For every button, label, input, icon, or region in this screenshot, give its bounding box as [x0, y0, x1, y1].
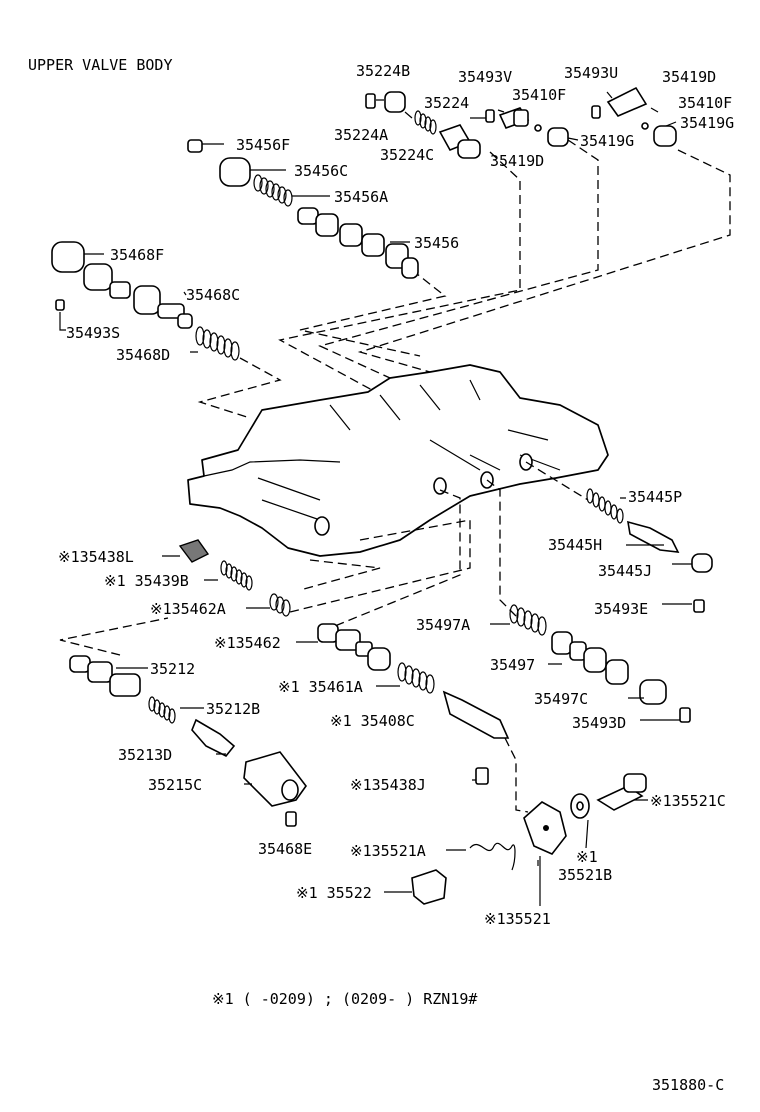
valve-cluster-35445 [586, 488, 713, 613]
part-label-35410f-a: 35410F [512, 86, 566, 104]
part-label-35493v: 35493V [458, 68, 512, 86]
part-label-35445p: 35445P [628, 488, 682, 506]
part-label-35419d-b: 35419D [490, 152, 544, 170]
part-label-135438l: ※135438L [58, 548, 134, 566]
part-label-35456a: 35456A [334, 188, 388, 206]
part-label-35493e: 35493E [594, 600, 648, 618]
part-label-35456f: 35456F [236, 136, 290, 154]
part-label-35224c: 35224C [380, 146, 434, 164]
part-label-35456c: 35456C [294, 162, 348, 180]
figure-code: 351880-C [652, 1076, 724, 1094]
leader-lines [59, 91, 692, 906]
part-label-35224a: 35224A [334, 126, 388, 144]
valve-cluster-35497 [509, 604, 691, 723]
part-label-35468e: 35468E [258, 840, 312, 858]
part-label-35215c: 35215C [148, 776, 202, 794]
part-label-35419g-b: 35419G [680, 114, 734, 132]
part-label-35410f-b: 35410F [678, 94, 732, 112]
part-label-35468d: 35468D [116, 346, 170, 364]
part-label-135522: ※1 35522 [296, 884, 372, 902]
valve-cluster-35224 [365, 86, 677, 159]
part-label-35419g-a: 35419G [580, 132, 634, 150]
part-label-135461a: ※1 35461A [278, 678, 363, 696]
part-label-135439b: ※1 35439B [104, 572, 189, 590]
valve-cluster-35456 [187, 139, 419, 279]
part-label-35493s: 35493S [66, 324, 120, 342]
alignment-lines [59, 139, 731, 813]
part-label-135438j: ※135438J [350, 776, 426, 794]
part-label-35212b: 35212B [206, 700, 260, 718]
part-label-135521: ※135521 [484, 910, 551, 928]
valve-cluster-35462 [178, 539, 510, 785]
part-label-35493u: 35493U [564, 64, 618, 82]
part-label-35212: 35212 [150, 660, 195, 678]
part-label-35419d-a: 35419D [662, 68, 716, 86]
part-label-35497: 35497 [490, 656, 535, 674]
footnote: ※1 ( -0209) ; (0209- ) RZN19# [212, 990, 477, 1008]
part-label-135462: ※135462 [214, 634, 281, 652]
part-label-135462a: ※135462A [150, 600, 226, 618]
part-label-35521b: 35521B [558, 866, 612, 884]
part-label-35497c: 35497C [534, 690, 588, 708]
part-label-35224: 35224 [424, 94, 469, 112]
part-label-135521c: ※135521C [650, 792, 726, 810]
part-label-35445h: 35445H [548, 536, 602, 554]
diagram-title: UPPER VALVE BODY [28, 56, 173, 74]
valve-cluster-35468 [51, 241, 240, 361]
part-label-35468f: 35468F [110, 246, 164, 264]
part-label-35456: 35456 [414, 234, 459, 252]
upper-valve-body [187, 364, 609, 557]
part-label-35213d: 35213D [118, 746, 172, 764]
part-label-35445j: 35445J [598, 562, 652, 580]
part-label-1-note: ※1 [576, 848, 598, 866]
part-label-35497a: 35497A [416, 616, 470, 634]
part-label-35493d: 35493D [572, 714, 626, 732]
valve-cluster-35521 [411, 773, 647, 905]
part-label-135521a: ※135521A [350, 842, 426, 860]
part-labels: 35224B 35493V 35493U 35419D 35410F 35224 35410… [58, 62, 734, 928]
valve-cluster-35212 [69, 655, 307, 827]
part-label-35468c: 35468C [186, 286, 240, 304]
part-label-135408c: ※1 35408C [330, 712, 415, 730]
part-label-35224b: 35224B [356, 62, 410, 80]
